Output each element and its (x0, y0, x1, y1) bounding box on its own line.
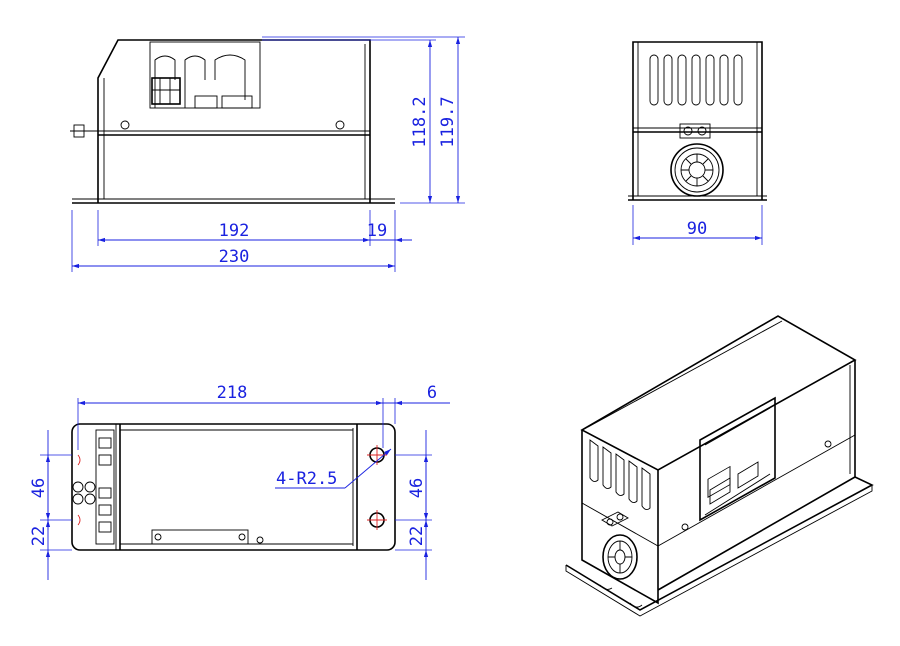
dim-hole-spacing-left: 46 (29, 478, 49, 498)
dim-height-a: 118.2 (410, 96, 430, 147)
dim-hole-offset-left: 22 (29, 526, 49, 546)
dim-length-total: 230 (219, 247, 250, 267)
side-view-dimensions: 192 19 230 118.2 119.7 (71, 36, 465, 272)
dim-width: 90 (687, 219, 707, 239)
bottom-view (71, 423, 396, 551)
iso-vent-slots (589, 439, 651, 511)
dim-hole-offset-right: 22 (407, 526, 427, 546)
hole-note: 4-R2.5 (276, 469, 337, 489)
dim-flange: 19 (367, 221, 387, 241)
front-view (628, 41, 767, 201)
dim-hole-spacing-right: 46 (407, 478, 427, 498)
fan-icon (670, 143, 724, 197)
bottom-view-dimensions: 218 6 46 22 46 22 4-R2.5 (29, 383, 450, 580)
front-view-dimensions: 90 (632, 205, 763, 245)
device-isometric-icon (565, 315, 874, 617)
dim-edge: 6 (427, 383, 437, 403)
vent-slots (649, 54, 743, 106)
side-view (70, 39, 395, 204)
dim-hole-pitch: 218 (217, 383, 248, 403)
dim-length-inner: 192 (219, 221, 250, 241)
dim-height-b: 119.7 (438, 96, 458, 147)
